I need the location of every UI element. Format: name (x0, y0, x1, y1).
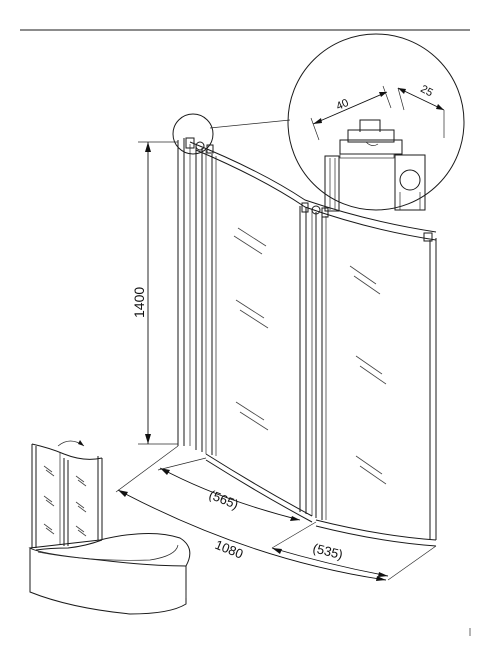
sketch-glare-marks (43, 465, 87, 537)
dimension-label-565: (565) (207, 487, 241, 512)
detail-label-40: 40 (334, 97, 350, 113)
bathtub-sketch (28, 440, 191, 615)
wall-profile (177, 138, 207, 454)
detail-callout-marker (172, 113, 214, 155)
profile-section (324, 119, 426, 212)
height-label: 1400 (131, 287, 147, 318)
dimension-label-1080: 1080 (213, 537, 245, 562)
glare-marks-left (233, 227, 269, 431)
detail-dimension-40: 40 (310, 85, 392, 141)
height-dimension: 1400 (131, 141, 178, 445)
left-glass-panel (205, 154, 313, 523)
right-glass-panel (315, 212, 437, 547)
shower-screen (172, 113, 437, 547)
top-rail (189, 141, 437, 233)
dimension-535: (535) (271, 540, 389, 577)
glare-marks-right (349, 265, 387, 485)
detail-label-25: 25 (418, 83, 434, 99)
detail-dimension-25: 25 (397, 83, 445, 138)
dimension-565: (565) (159, 467, 301, 521)
dimension-label-535: (535) (311, 540, 344, 562)
detail-inset: 40 25 (287, 33, 465, 212)
